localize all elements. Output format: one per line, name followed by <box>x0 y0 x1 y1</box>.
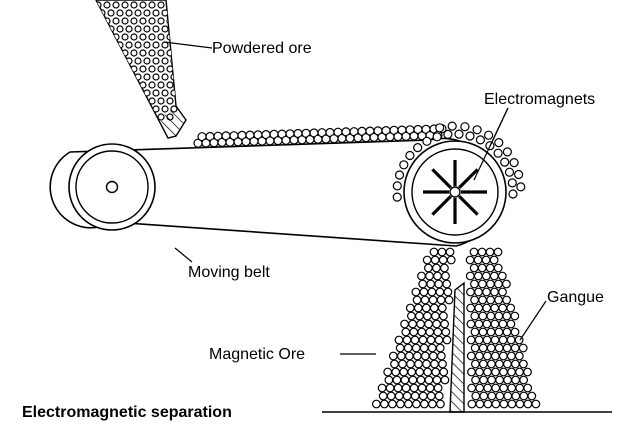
leader-lines <box>163 41 547 355</box>
divider <box>449 281 465 413</box>
roller-ore-particles <box>392 121 526 202</box>
label-magnetic-ore: Magnetic Ore <box>209 346 305 363</box>
label-powdered-ore: Powdered ore <box>212 40 312 57</box>
label-moving-belt: Moving belt <box>188 264 270 281</box>
hopper <box>95 0 187 139</box>
caption: Electromagnetic separation <box>22 404 232 421</box>
label-gangue: Gangue <box>547 289 604 306</box>
label-electromagnets: Electromagnets <box>484 91 595 108</box>
electromagnet-icon <box>423 160 487 224</box>
right-roller <box>403 140 507 244</box>
gangue-pile <box>465 247 541 409</box>
magnetic-ore-pile <box>372 247 456 409</box>
left-roller <box>68 143 156 231</box>
